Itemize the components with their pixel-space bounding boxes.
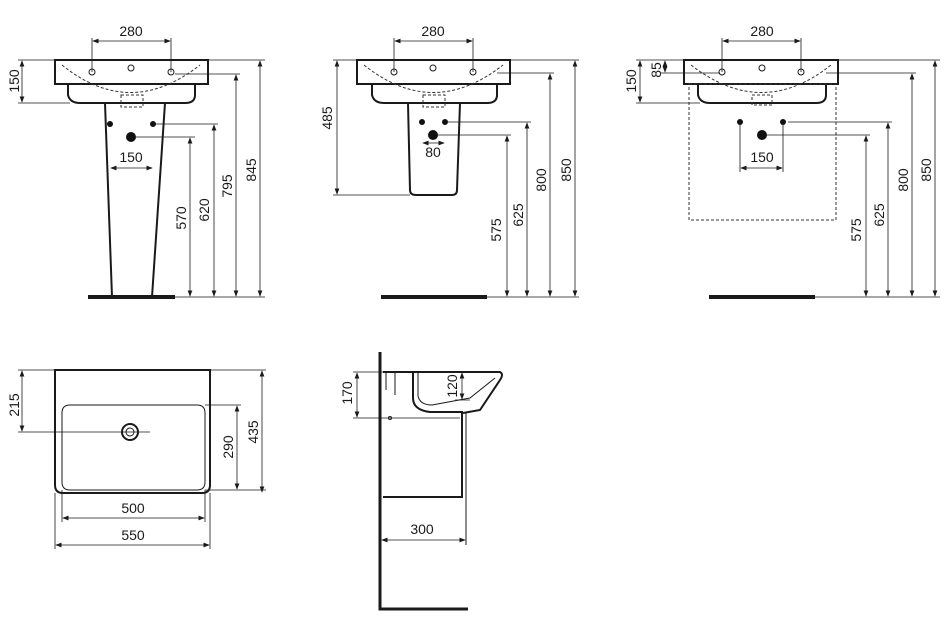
dim-tap-spacing: 280 [750, 23, 774, 39]
dim-supply-height: 620 [196, 198, 212, 222]
dim-inner-width: 500 [121, 500, 145, 516]
dim-supply-spacing: 150 [750, 149, 774, 165]
dim-width: 550 [121, 527, 145, 543]
front-view-wall-hung: 280 150 85 150 575 625 800 850 [623, 23, 940, 299]
dim-supply-height: 625 [510, 203, 526, 227]
dim-basin-height: 150 [6, 69, 22, 93]
top-view: 215 290 435 500 550 [6, 369, 266, 549]
dim-underside-height: 800 [895, 168, 911, 192]
dim-depth: 435 [245, 420, 261, 444]
front-view-semi-pedestal: 280 485 80 575 625 800 850 [319, 23, 579, 299]
front-view-pedestal: 280 150 150 570 620 795 845 [6, 23, 265, 299]
dim-drain-height: 575 [848, 218, 864, 242]
dim-basin-height: 170 [339, 381, 355, 405]
dim-basin-height: 150 [623, 69, 639, 93]
dim-bowl-depth: 120 [444, 374, 460, 398]
dim-drain-offset: 215 [6, 393, 22, 417]
dim-pedestal-depth: 300 [410, 521, 434, 537]
dim-tap-spacing: 280 [421, 23, 445, 39]
dim-top-height: 850 [558, 158, 574, 182]
dim-trap-spacing: 150 [119, 149, 143, 165]
dim-drain-height: 570 [173, 206, 189, 230]
dim-top-height: 850 [918, 158, 934, 182]
dim-tap-spacing: 280 [119, 23, 143, 39]
dim-tap-height: 85 [648, 62, 664, 78]
side-view: 170 120 300 [339, 352, 503, 611]
dim-underside-height: 795 [219, 174, 235, 198]
dim-drain-height: 575 [488, 218, 504, 242]
dim-underside-height: 800 [533, 168, 549, 192]
dim-top-height: 845 [243, 158, 259, 182]
dim-supply-height: 625 [871, 203, 887, 227]
dim-trap-spacing: 80 [425, 144, 441, 160]
dim-pedestal-length: 485 [319, 106, 335, 130]
dim-inner-depth: 290 [220, 435, 236, 459]
